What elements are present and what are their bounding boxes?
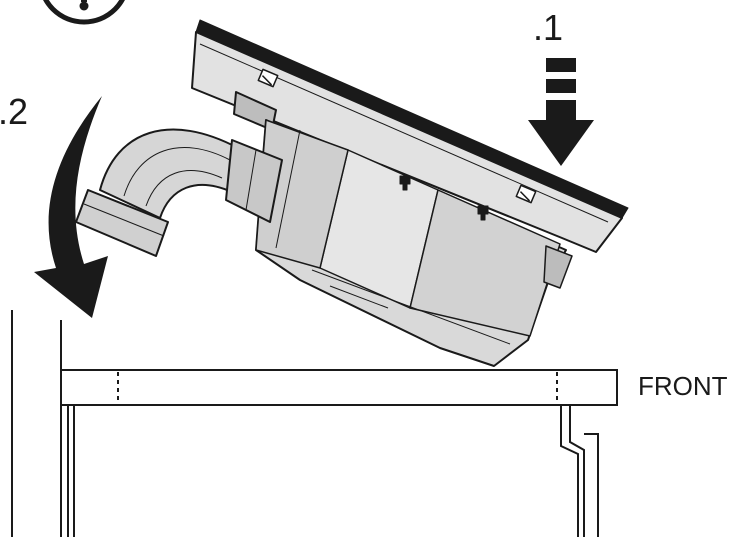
left-support (60, 405, 75, 537)
step-1-label: .1 (533, 7, 563, 48)
screw-icon (477, 205, 489, 221)
arrow-down-icon (528, 58, 594, 166)
screw-icon (399, 175, 411, 191)
curved-arrow-icon (34, 96, 108, 318)
right-support (560, 405, 599, 537)
step-2-label: .2 (0, 91, 28, 132)
latch-icon (515, 184, 537, 204)
latch-icon (257, 68, 279, 88)
circle-info-icon (43, 0, 125, 25)
camera-housing (75, 19, 629, 367)
mounting-rail (60, 320, 618, 406)
front-label: FRONT (638, 371, 728, 401)
